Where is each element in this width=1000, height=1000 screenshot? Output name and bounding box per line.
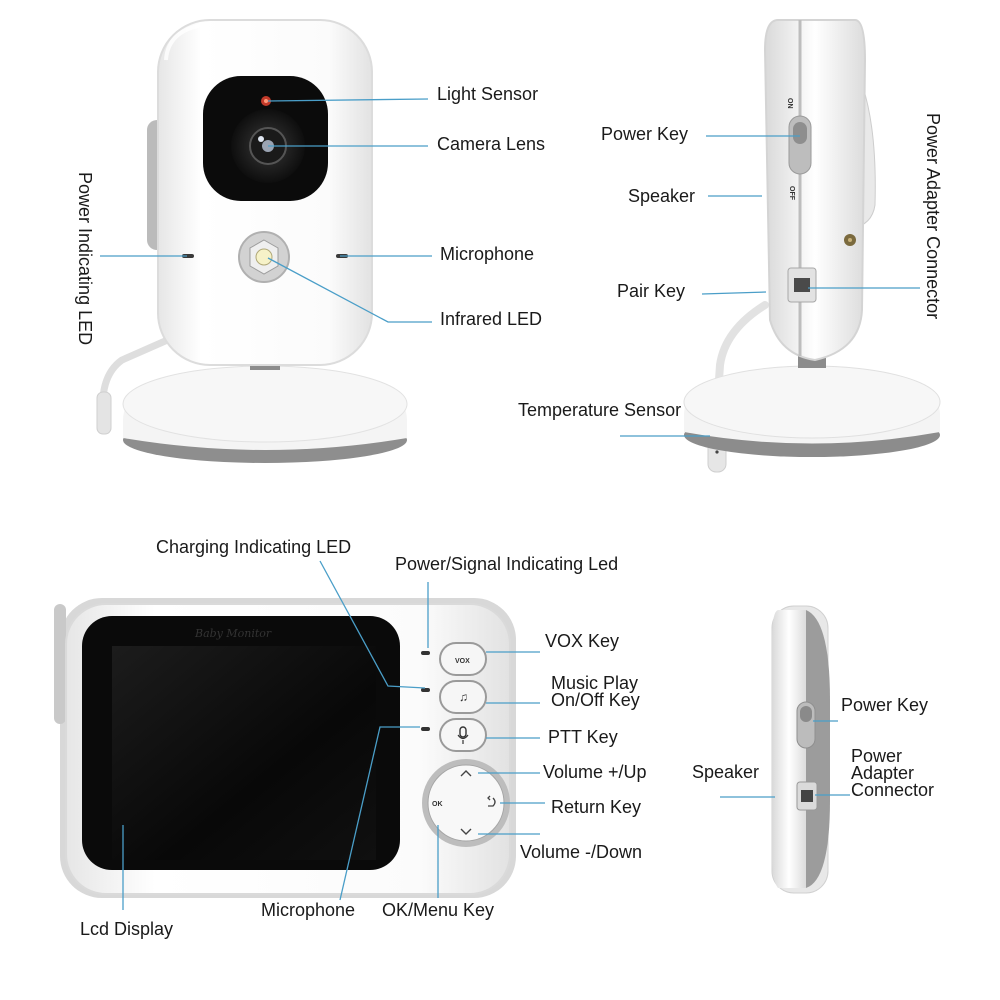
monitor-microphone-label: Microphone xyxy=(261,900,356,920)
music-play-line1: Music Play xyxy=(551,673,639,693)
power-indicating-led-label: Power Indicating LED xyxy=(75,172,95,346)
switch-off-label: OFF xyxy=(788,186,795,201)
camera-lens-label: Camera Lens xyxy=(437,134,546,154)
camera-side-view: ON OFF xyxy=(683,19,941,473)
monitor-front-view: Baby Monitor VOX ♫ OK xyxy=(54,598,516,898)
music-play-label: Music Play On/Off Key xyxy=(551,673,640,711)
vox-key-label: VOX Key xyxy=(545,631,620,651)
ok-button-text: OK xyxy=(432,801,443,808)
chevron-down-icon xyxy=(460,828,472,835)
monitor-power-adapter-line2: Adapter xyxy=(851,763,915,784)
switch-on-label: ON xyxy=(786,98,793,109)
monitor-power-adapter-line1: Power xyxy=(851,746,903,766)
monitor-power-adapter-label: Power Adapter Connector xyxy=(851,746,935,801)
vox-button-text: VOX xyxy=(455,658,470,665)
infrared-led-label: Infrared LED xyxy=(440,309,543,329)
monitor-power-key-label: Power Key xyxy=(841,695,929,715)
ptt-key-label: PTT Key xyxy=(548,727,618,747)
monitor-power-adapter-line3: Connector xyxy=(851,780,935,801)
camera-speaker-label: Speaker xyxy=(628,186,696,206)
return-key-label: Return Key xyxy=(551,797,642,817)
light-sensor-label: Light Sensor xyxy=(437,84,539,104)
temperature-sensor-label: Temperature Sensor xyxy=(518,400,682,420)
return-arrow-icon xyxy=(487,795,496,807)
ok-menu-key-label: OK/Menu Key xyxy=(382,900,495,920)
lcd-display-label: Lcd Display xyxy=(80,919,174,939)
music-play-line2: On/Off Key xyxy=(551,690,640,711)
camera-front-view xyxy=(96,19,408,463)
leader-lines xyxy=(100,98,920,910)
camera-microphone-label: Microphone xyxy=(440,244,535,264)
camera-power-key-label: Power Key xyxy=(601,124,689,144)
monitor-side-view xyxy=(771,605,830,894)
volume-down-label: Volume -/Down xyxy=(520,842,643,862)
charging-indicating-led-label: Charging Indicating LED xyxy=(156,537,352,557)
music-note-icon: ♫ xyxy=(459,690,468,704)
camera-power-adapter-connector-label: Power Adapter Connector xyxy=(923,113,943,320)
power-signal-indicating-led-label: Power/Signal Indicating Led xyxy=(395,554,619,574)
brand-logo: Baby Monitor xyxy=(194,627,272,640)
microphone-icon xyxy=(459,726,467,738)
volume-up-label: Volume +/Up xyxy=(543,762,647,782)
pair-key-label: Pair Key xyxy=(617,281,686,301)
chevron-up-icon xyxy=(460,770,472,777)
monitor-speaker-label: Speaker xyxy=(692,762,760,782)
